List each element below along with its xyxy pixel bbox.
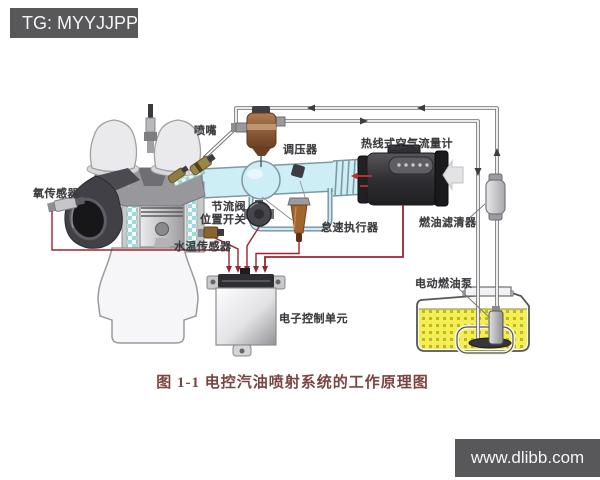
air-flow-red-arrow-icon	[351, 172, 372, 187]
air-intake-arrow-icon	[442, 159, 464, 191]
exhaust-manifold	[64, 168, 140, 249]
throttle-position-switch-device	[244, 200, 274, 227]
air-flow-meter-device	[351, 144, 464, 207]
crankcase	[97, 247, 199, 344]
label-pressure-regulator: 调压器	[283, 144, 318, 156]
pressure-regulator-device	[231, 106, 286, 167]
engine-assembly	[47, 104, 224, 344]
label-air-flow-meter: 热线式空气流量计	[361, 138, 453, 150]
label-idle-actuator: 怠速执行器	[321, 222, 379, 234]
label-oxygen-sensor: 氧传感器	[33, 188, 79, 200]
label-fuel-filter: 燃油滤清器	[419, 217, 477, 229]
afm-label-plate	[388, 156, 434, 175]
fuel-filter-leader-line	[465, 203, 486, 222]
fuel-filter-device	[465, 173, 506, 222]
label-injector: 喷嘴	[194, 125, 217, 137]
oxygen-sensor-device	[47, 196, 85, 213]
fuel-flow-arrows	[307, 104, 501, 176]
label-fuel-pump: 电动燃油泵	[415, 278, 473, 290]
idle-actuator-device	[287, 197, 311, 242]
watermark-site: www.dlibb.com	[455, 439, 600, 477]
ecu-box	[206, 268, 286, 357]
label-throttle-switch-line2: 位置开关	[200, 214, 246, 226]
fuel-pump-device	[455, 285, 512, 349]
fuel-pump-leader-line	[455, 285, 491, 319]
fuel-injector-device	[189, 153, 216, 176]
label-water-temp-sensor: 水温传感器	[174, 241, 232, 253]
label-ecu: 电子控制单元	[279, 313, 348, 325]
spark-plug	[144, 104, 157, 153]
label-throttle-position-switch: 节流阀 位置开关	[200, 201, 246, 227]
watermark-tg: TG: MYYJJPP	[10, 8, 138, 38]
water-temp-sensor-device	[198, 226, 224, 239]
vacuum-fitting	[291, 164, 305, 178]
fuel-injector-device-2	[167, 165, 189, 184]
label-throttle-switch-line1: 节流阀	[211, 201, 246, 213]
tank-flange	[464, 286, 512, 297]
signal-wires	[51, 205, 404, 266]
figure-caption: 图 1-1 电控汽油喷射系统的工作原理图	[156, 375, 429, 391]
